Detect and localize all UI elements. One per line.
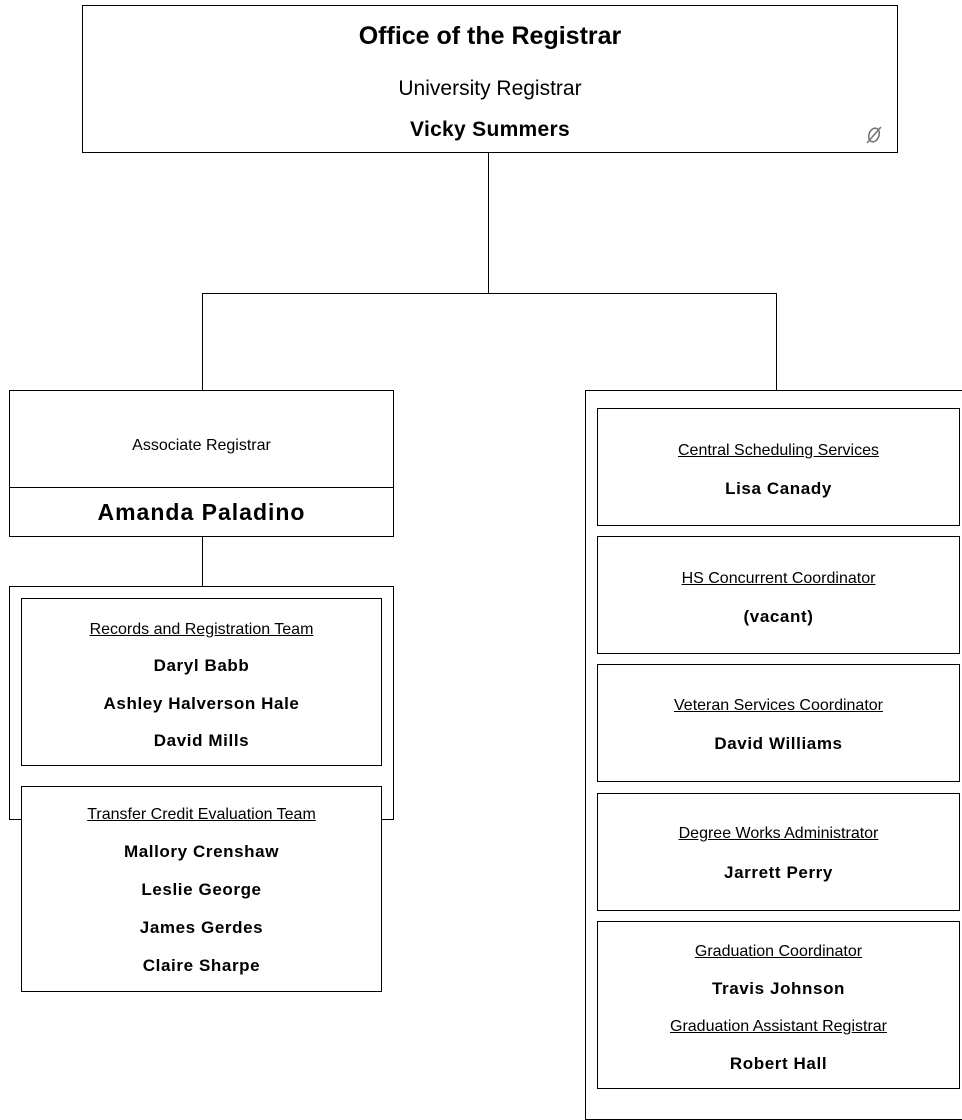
unit-graduation: Graduation Coordinator Travis Johnson Gr…	[597, 921, 960, 1089]
unit-name: David Williams	[714, 734, 843, 753]
unit-label: Veteran Services Coordinator	[674, 697, 883, 714]
unit-degree-works: Degree Works Administrator Jarrett Perry	[597, 793, 960, 911]
team-member: David Mills	[153, 731, 250, 750]
team-records-registration: Records and Registration Team Daryl Babb…	[21, 598, 382, 766]
unit-label-secondary: Graduation Assistant Registrar	[670, 1018, 887, 1035]
team-member: Mallory Crenshaw	[123, 842, 280, 861]
unit-hs-concurrent: HS Concurrent Coordinator (vacant)	[597, 536, 960, 654]
team-member: Daryl Babb	[153, 656, 250, 675]
office-title: Office of the Registrar	[358, 22, 622, 50]
unit-name: Jarrett Perry	[724, 863, 833, 882]
team-transfer-credit: Transfer Credit Evaluation Team Mallory …	[21, 786, 382, 992]
registrar-name: Vicky Summers	[410, 118, 570, 141]
unit-name: Travis Johnson	[711, 979, 846, 998]
unit-label: HS Concurrent Coordinator	[681, 570, 876, 587]
team-label: Records and Registration Team	[89, 621, 314, 638]
team-label: Transfer Credit Evaluation Team	[87, 806, 316, 823]
team-member: Ashley Halverson Hale	[103, 694, 300, 713]
connector-right-drop	[776, 293, 777, 390]
connector-top-vertical	[488, 152, 489, 294]
registrar-node: Office of the Registrar University Regis…	[82, 5, 898, 153]
no-link-icon	[866, 126, 882, 144]
team-member: Claire Sharpe	[142, 956, 261, 975]
team-member: Leslie George	[141, 880, 262, 899]
unit-name: Lisa Canady	[725, 479, 832, 498]
registrar-title: University Registrar	[398, 77, 582, 100]
unit-label: Graduation Coordinator	[694, 943, 863, 960]
team-member: James Gerdes	[139, 918, 264, 937]
connector-associate-down	[202, 536, 203, 586]
unit-veteran-services: Veteran Services Coordinator David Willi…	[597, 664, 960, 782]
unit-label: Degree Works Administrator	[678, 825, 879, 842]
associate-registrar-node: Associate Registrar Amanda Paladino	[9, 390, 394, 537]
unit-name-secondary: Robert Hall	[729, 1054, 828, 1073]
unit-central-scheduling: Central Scheduling Services Lisa Canady	[597, 408, 960, 526]
associate-divider	[10, 487, 393, 488]
associate-name: Amanda Paladino	[97, 499, 306, 525]
unit-label: Central Scheduling Services	[678, 442, 879, 459]
connector-horizontal	[202, 293, 777, 294]
connector-left-drop	[202, 293, 203, 390]
unit-name: (vacant)	[743, 607, 814, 626]
associate-position: Associate Registrar	[132, 437, 271, 454]
